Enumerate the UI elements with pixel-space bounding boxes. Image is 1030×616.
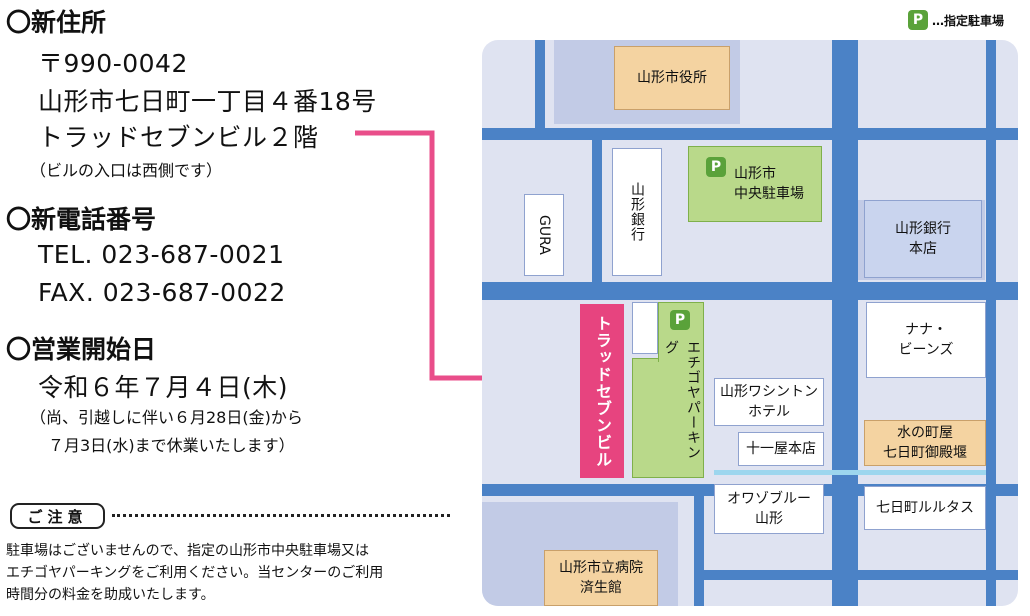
mizunomachiya-label-1: 水の町屋	[897, 425, 953, 441]
legend-text: …指定駐車場	[932, 13, 1005, 28]
city-hall-label: 山形市役所	[637, 70, 707, 86]
opening-date: 令和６年７月４日(木)	[38, 373, 289, 402]
central-parking: P 山形市 中央駐車場	[688, 146, 822, 222]
owazo-label-1: オワゾブルー	[727, 491, 811, 507]
notice-label: ご注意	[10, 503, 105, 529]
gura-label: GURA	[536, 215, 552, 255]
bank-head-office-label-2: 本店	[909, 241, 937, 257]
road-v3	[694, 496, 704, 606]
road-h2	[482, 282, 1018, 300]
phone-heading: 〇新電話番号	[6, 205, 157, 234]
owazo: オワゾブルー 山形	[714, 484, 824, 534]
road-v1	[535, 40, 545, 128]
address-line1: 山形市七日町一丁目４番18号	[38, 87, 377, 116]
jujiya: 十一屋本店	[738, 432, 824, 466]
hospital: 山形市立病院 済生館	[544, 550, 658, 606]
rurutasu-label: 七日町ルルタス	[876, 500, 974, 516]
washington-hotel-label-1: 山形ワシントン	[720, 384, 818, 400]
tel-number: TEL. 023-687-0021	[38, 240, 285, 269]
closure-note-1: （尚、引越しに伴い６月28日(金)から	[30, 408, 303, 427]
postal-code: 〒990-0042	[38, 49, 188, 78]
canal	[714, 470, 986, 475]
address-line2: トラッドセブンビル２階	[38, 123, 319, 152]
parking-p-icon: P	[908, 10, 928, 30]
notice-divider	[112, 514, 450, 517]
road-v4	[986, 40, 996, 606]
trad-seven-label: トラッドセブンビル	[593, 314, 612, 468]
bank-head-office: 山形銀行 本店	[864, 200, 982, 278]
washington-hotel-label-2: ホテル	[748, 404, 790, 420]
nana-beans-label-2: ビーンズ	[898, 342, 954, 358]
owazo-label-2: 山形	[755, 511, 783, 527]
road-v-main	[832, 40, 858, 606]
mizunomachiya: 水の町屋 七日町御殿堰	[864, 420, 986, 466]
central-parking-label-2: 中央駐車場	[734, 186, 804, 202]
small-building	[632, 302, 658, 354]
mizunomachiya-label-2: 七日町御殿堰	[883, 445, 967, 461]
echigoya-p-icon: P	[670, 310, 690, 330]
fax-number: FAX. 023-687-0022	[38, 278, 286, 307]
hospital-label-2: 済生館	[580, 580, 622, 596]
gura-building: GURA	[524, 194, 564, 276]
notice-line-1: 駐車場はございませんので、指定の山形市中央駐車場又は	[6, 543, 370, 559]
trad-seven-building: トラッドセブンビル	[580, 304, 624, 478]
road-h1	[482, 128, 1018, 140]
closure-note-2: ７月3日(水)まで休業いたします）	[48, 436, 295, 455]
yamagata-bank-building: 山形銀行	[612, 148, 662, 276]
echigoya-label: エチゴヤパーキング	[663, 340, 701, 460]
road-v2	[592, 140, 602, 282]
jujiya-label: 十一屋本店	[746, 441, 816, 457]
area-map: 山形市役所 GURA 山形銀行 P 山形市 中央駐車場 山形銀行 本店 トラッド…	[482, 40, 1018, 606]
rurutasu: 七日町ルルタス	[864, 486, 986, 530]
entrance-note: （ビルの入口は西側です）	[30, 161, 223, 180]
city-hall: 山形市役所	[614, 46, 730, 110]
washington-hotel: 山形ワシントン ホテル	[714, 378, 824, 426]
central-parking-p-icon: P	[706, 157, 726, 177]
nana-beans: ナナ・ ビーンズ	[866, 302, 986, 378]
yamagata-bank-label: 山形銀行	[629, 182, 645, 242]
bank-head-office-label-1: 山形銀行	[895, 221, 951, 237]
address-heading: 〇新住所	[6, 8, 107, 37]
notice-line-3: 時間分の料金を助成いたします。	[6, 587, 215, 603]
opening-heading: 〇営業開始日	[6, 335, 157, 364]
notice-line-2: エチゴヤパーキングをご利用ください。当センターのご利用	[6, 565, 384, 581]
central-parking-label-1: 山形市	[734, 166, 776, 182]
nana-beans-label-1: ナナ・	[905, 322, 947, 338]
parking-legend: P …指定駐車場	[908, 10, 1004, 30]
hospital-label-1: 山形市立病院	[559, 560, 643, 576]
echigoya-lower	[632, 358, 704, 478]
